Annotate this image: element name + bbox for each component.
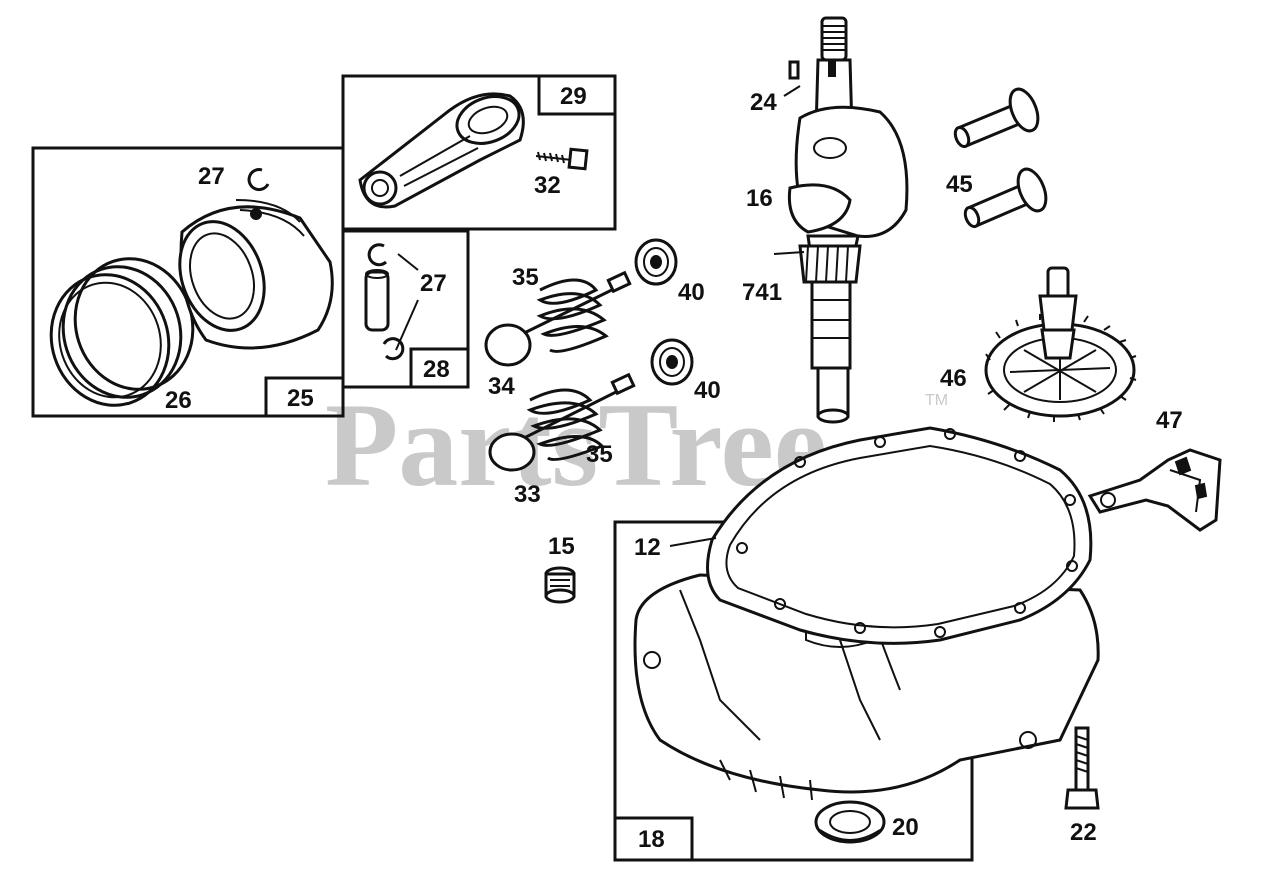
callout-27-box: 27 <box>420 270 447 297</box>
callout-741: 741 <box>742 279 782 306</box>
callout-26: 26 <box>165 387 192 414</box>
callout-45: 45 <box>946 171 973 198</box>
watermark-trademark: TM <box>925 392 948 409</box>
valve-stem-icon-2 <box>507 384 629 448</box>
crankshaft-icon <box>787 16 909 424</box>
tappet-icon-top <box>953 87 1040 149</box>
callout-40-bottom: 40 <box>694 377 721 404</box>
crankcase-group: 18 12 <box>613 426 1100 862</box>
callout-34: 34 <box>488 373 515 400</box>
governor-bracket-icon <box>1087 448 1222 532</box>
callout-20: 20 <box>892 814 919 841</box>
callout-33: 33 <box>514 481 541 508</box>
callout-15: 15 <box>548 533 575 560</box>
box-18-label: 18 <box>638 826 665 853</box>
callout-27-top: 27 <box>198 163 225 190</box>
callout-12: 12 <box>634 534 661 561</box>
watermark: PartsTree <box>325 378 827 511</box>
valve-stem-icon <box>509 282 625 342</box>
box-28-frame <box>341 229 470 389</box>
exhaust-valve-group: 40 35 33 <box>488 338 721 508</box>
piston-assembly-group: 25 27 26 <box>31 146 345 418</box>
callout-46: 46 <box>940 365 967 392</box>
bolt-group: 22 <box>1064 726 1100 846</box>
connecting-rod-group: 29 32 <box>341 74 617 231</box>
box-28-tag <box>409 347 470 389</box>
callout-16: 16 <box>746 185 773 212</box>
callout-40-top: 40 <box>678 279 705 306</box>
box-29-frame <box>341 74 617 231</box>
tappets-group: 45 <box>946 87 1048 229</box>
drain-plug-icon <box>544 566 576 604</box>
intake-valve-group: 35 40 34 <box>484 238 705 400</box>
gasket-icon <box>706 426 1093 645</box>
pin-clip-top-icon <box>367 243 388 267</box>
circlip-icon <box>247 168 270 192</box>
valve-cap-icon-top <box>634 238 678 286</box>
valve-cap-icon-bottom <box>650 338 694 386</box>
box-18-tag <box>613 816 694 862</box>
wrist-pin-icon <box>364 270 390 332</box>
callout-47: 47 <box>1156 407 1183 434</box>
governor-group: 47 <box>1087 407 1222 532</box>
callout-35-top: 35 <box>512 264 539 291</box>
crankshaft-group: 24 16 741 <box>742 16 909 424</box>
callout-32: 32 <box>534 172 561 199</box>
box-29-tag <box>537 74 617 116</box>
wrist-pin-group: 28 27 <box>341 229 470 389</box>
callout-35-bottom: 35 <box>586 441 613 468</box>
box-29-label: 29 <box>560 83 587 110</box>
callout-24: 24 <box>750 89 777 116</box>
valve-head-icon-2 <box>488 432 536 472</box>
bolt-icon <box>1064 726 1100 810</box>
box-25-tag <box>264 376 345 418</box>
tappet-icon-bottom <box>963 167 1048 229</box>
camshaft-icon <box>1038 266 1078 360</box>
camshaft-group: 46 <box>940 266 1137 422</box>
drain-plug-group: 15 <box>544 533 576 604</box>
piston-icon <box>178 199 334 350</box>
rod-bolt-icon <box>535 147 589 171</box>
crank-key-icon <box>788 60 800 80</box>
callout-22: 22 <box>1070 819 1097 846</box>
box-25-label: 25 <box>287 385 314 412</box>
valve-head-icon <box>484 323 532 367</box>
connecting-rod-icon <box>358 92 525 209</box>
valve-spring-icon-2 <box>526 388 605 461</box>
oil-seal-icon <box>814 800 886 844</box>
valve-spring-icon <box>536 278 609 353</box>
pin-clip-bottom-icon <box>382 337 405 361</box>
box-28-label: 28 <box>423 356 450 383</box>
